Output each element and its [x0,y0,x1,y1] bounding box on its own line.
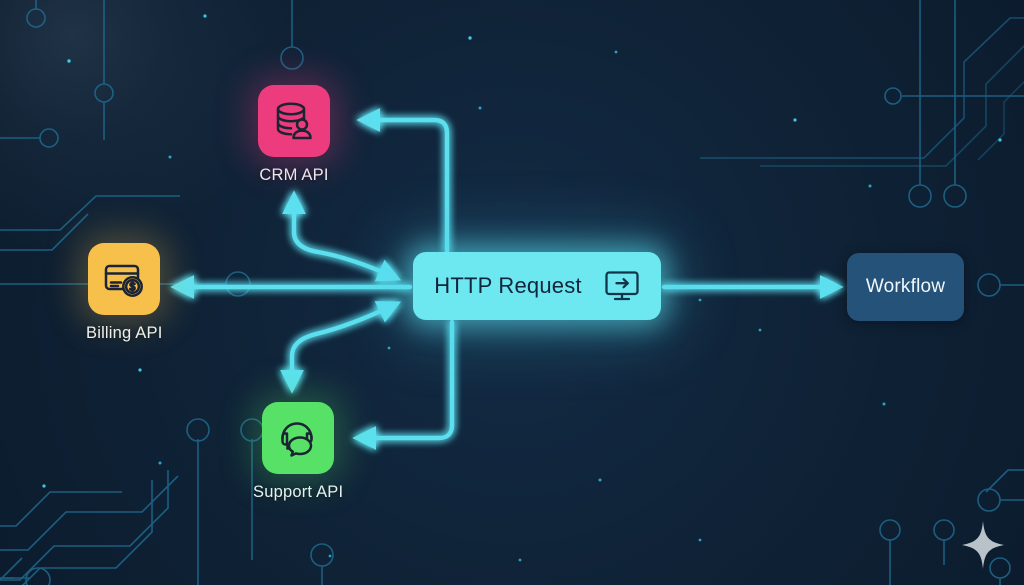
support-api-label: Support API [253,483,344,501]
star-dots [42,14,1002,562]
workflow-label: Workflow [865,276,946,297]
workflow-box[interactable]: Workflow [847,253,964,321]
node-support-api[interactable]: Support API [253,402,343,502]
billing-api-icon-tile[interactable] [88,243,161,315]
edge-http-to-support [352,319,455,450]
four-point-star-icon [962,521,1004,569]
crm-api-label: CRM API [259,166,329,184]
monitor-arrow-icon [605,271,639,301]
node-crm-api[interactable]: CRM API [258,85,330,185]
node-workflow[interactable]: Workflow [847,253,964,321]
credit-card-dollar-icon [105,264,144,297]
headset-chat-icon [281,422,313,457]
support-api-icon-tile[interactable] [262,402,335,474]
edge-crm-http-bidirectional [282,190,402,282]
http-request-label: HTTP Request [434,273,582,298]
database-user-icon [276,102,312,140]
edge-support-http-bidirectional [280,301,402,394]
node-http-request[interactable]: HTTP Request [413,252,661,320]
billing-api-label: Billing API [86,324,163,342]
edge-http-to-crm [356,108,450,255]
node-billing-api[interactable]: Billing API [86,243,163,343]
http-request-box[interactable]: HTTP Request [413,252,661,320]
crm-api-icon-tile[interactable] [258,85,330,157]
